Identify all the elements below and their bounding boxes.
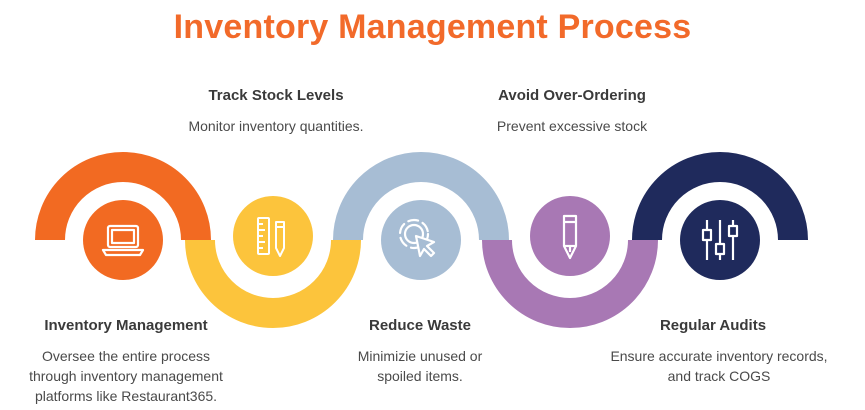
step-desc-inventory-management: Oversee the entire process through inven… bbox=[0, 346, 252, 406]
desc-line: Monitor inventory quantities. bbox=[188, 118, 364, 134]
yellow-arc bbox=[185, 239, 361, 328]
ruler-pencil-icon bbox=[257, 217, 285, 257]
desc-line: platforms like Restaurant365. bbox=[34, 388, 218, 404]
page-title: Inventory Management Process bbox=[173, 8, 692, 46]
step-heading-reduce-waste: Reduce Waste bbox=[369, 317, 471, 334]
desc-line: Minimizie unused or bbox=[357, 348, 483, 364]
desc-line: Prevent excessive stock bbox=[496, 118, 648, 134]
light-blue-arc bbox=[333, 152, 509, 241]
step-desc-track-stock-levels: Monitor inventory quantities. bbox=[136, 116, 416, 136]
navy-arc bbox=[632, 152, 808, 241]
desc-line: Oversee the entire process bbox=[41, 348, 211, 364]
laptop-icon bbox=[101, 224, 145, 257]
orange-arc bbox=[35, 152, 211, 241]
desc-line: through inventory management bbox=[29, 368, 223, 384]
step-desc-reduce-waste: Minimizie unused or spoiled items. bbox=[300, 346, 540, 386]
step-heading-regular-audits: Regular Audits bbox=[659, 317, 767, 334]
step-heading-track-stock-levels: Track Stock Levels bbox=[208, 87, 344, 104]
desc-line: and track COGS bbox=[667, 368, 771, 384]
yellow-circle bbox=[233, 196, 313, 276]
sliders-icon bbox=[701, 220, 739, 260]
desc-line: spoiled items. bbox=[377, 368, 463, 384]
step-heading-inventory-management: Inventory Management bbox=[44, 317, 208, 334]
desc-line: Ensure accurate inventory records, bbox=[610, 348, 828, 364]
orange-circle bbox=[83, 200, 163, 280]
step-heading-avoid-over-ordering: Avoid Over-Ordering bbox=[498, 87, 646, 104]
pencil-icon bbox=[562, 214, 578, 260]
purple-arc bbox=[482, 239, 658, 328]
cursor-click-icon bbox=[398, 218, 436, 258]
step-desc-regular-audits: Ensure accurate inventory records, and t… bbox=[578, 346, 860, 386]
step-desc-avoid-over-ordering: Prevent excessive stock bbox=[432, 116, 712, 136]
purple-circle bbox=[530, 196, 610, 276]
